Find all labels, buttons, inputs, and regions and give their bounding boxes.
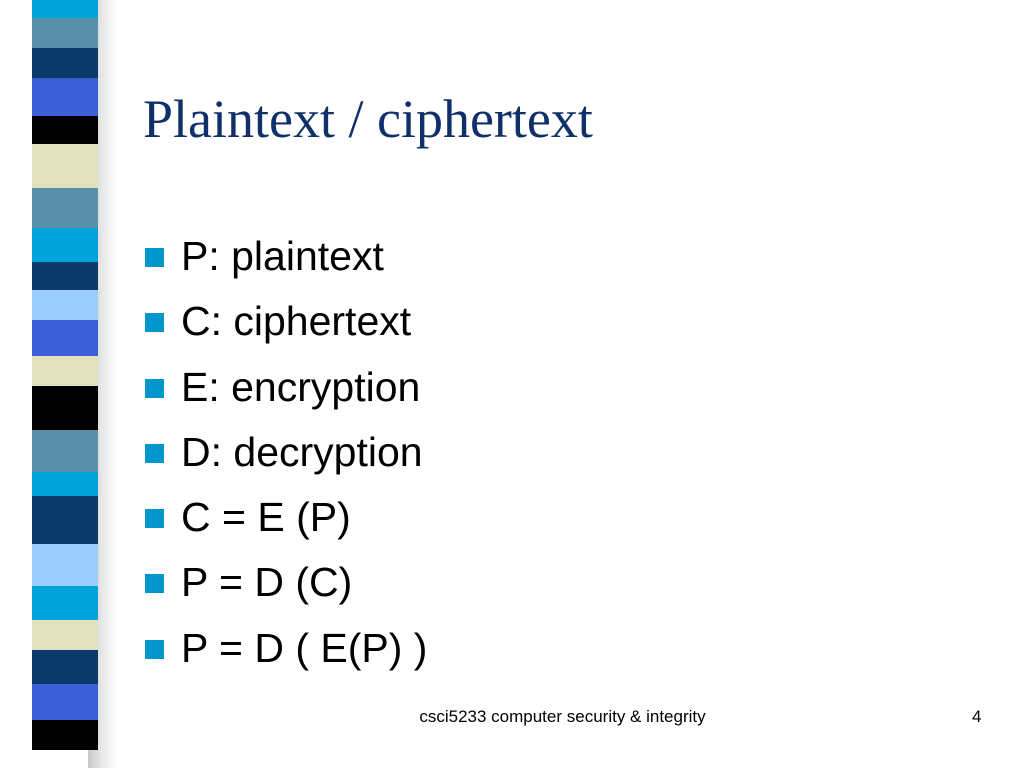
square-bullet-icon [145, 313, 164, 333]
strip-block [32, 48, 98, 78]
strip-block [32, 620, 98, 650]
bullet-text: C: ciphertext [181, 298, 412, 345]
strip-block [32, 144, 98, 188]
page-number: 4 [972, 707, 982, 726]
decorative-color-strip [32, 0, 98, 768]
bullet-text: P: plaintext [181, 233, 384, 279]
square-bullet-icon [145, 443, 164, 463]
slide-title: Plaintext / ciphertext [143, 89, 593, 149]
strip-block [32, 262, 98, 290]
strip-block [32, 586, 98, 620]
strip-block [32, 188, 98, 228]
strip-block [32, 228, 98, 262]
square-bullet-icon [145, 378, 164, 398]
square-bullet-icon [145, 639, 164, 659]
strip-block [32, 684, 98, 720]
strip-block [32, 496, 98, 544]
strip-block [32, 544, 98, 586]
strip-block [32, 356, 98, 386]
strip-block [32, 78, 98, 116]
strip-block [32, 650, 98, 684]
strip-block [32, 430, 98, 472]
slide-footer: csci5233 computer security & integrity [419, 707, 706, 726]
strip-block [32, 116, 98, 144]
square-bullet-icon [145, 509, 164, 529]
strip-block [32, 18, 98, 48]
square-bullet-icon [145, 574, 164, 594]
bullet-text: D: decryption [181, 428, 423, 475]
strip-block [32, 720, 98, 750]
strip-block [32, 386, 98, 430]
strip-block [32, 472, 98, 496]
strip-block [32, 0, 98, 18]
bullet-text: P = D (C) [181, 559, 353, 606]
strip-block [32, 290, 98, 320]
bullet-text: P = D ( E(P) ) [181, 624, 428, 671]
bullet-text: E: encryption [181, 363, 421, 410]
square-bullet-icon [145, 248, 164, 267]
bullet-text: C = E (P) [181, 494, 351, 541]
strip-block [32, 320, 98, 356]
